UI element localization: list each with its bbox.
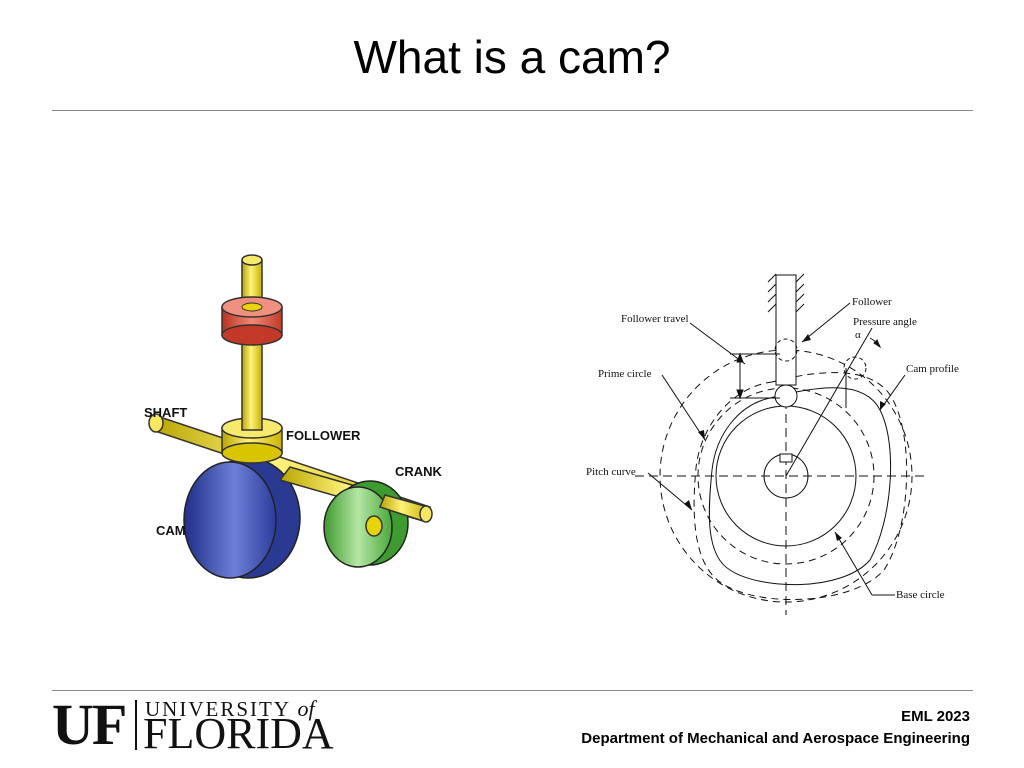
follower-stem [775,274,797,386]
pitch-curve [693,372,908,601]
uf-logo-mark: UF [52,692,127,757]
cam-profile-curve [708,387,892,586]
label-crank: CRANK [395,464,443,479]
slide-title: What is a cam? [353,31,671,83]
label-cam: CAM [156,523,186,538]
follower-collar [221,417,283,464]
cam-nomenclature-diagram: Follower Follower travel Pressure angle … [586,273,959,615]
label-pressure-angle: Pressure angle [853,316,917,328]
bottom-divider [52,690,973,691]
logo-divider [135,700,137,750]
logo-florida-text: FLORIDA [143,709,334,758]
label-cam-profile: Cam profile [906,363,959,375]
cam-mechanism-illustration: SHAFT FOLLOWER CRANK CAM [144,254,443,579]
label-follower-travel: Follower travel [621,313,689,325]
label-base-circle: Base circle [896,589,945,601]
logo-university-text: UNIVERSITY of [145,696,315,721]
keyway [779,453,793,463]
label-prime-circle: Prime circle [598,368,652,380]
guide-collar [221,296,283,346]
label-pitch-curve: Pitch curve [586,466,636,478]
follower-roller [774,384,798,408]
label-alpha: α [855,329,861,341]
label-shaft: SHAFT [144,405,187,420]
label-follower: FOLLOWER [286,428,361,443]
top-divider [52,110,973,111]
department-name: Department of Mechanical and Aerospace E… [581,730,970,747]
cam-disc [183,457,301,579]
course-code: EML 2023 [901,708,970,725]
label-follower-nomenclature: Follower [852,296,892,308]
